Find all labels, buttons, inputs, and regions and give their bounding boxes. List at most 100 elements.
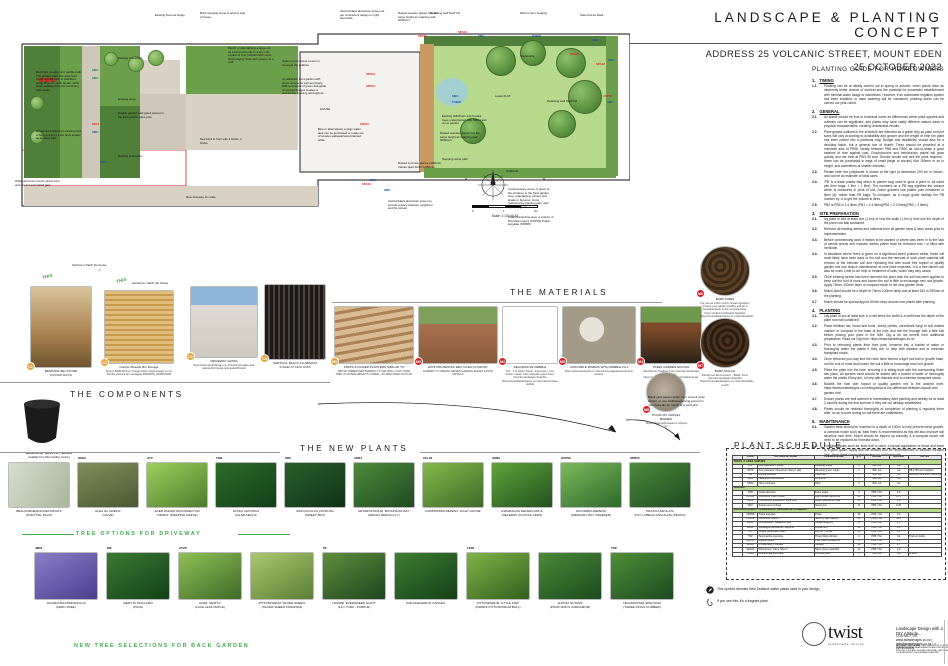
component-caption-main: BESPOKE BIN STORE bbox=[44, 369, 78, 373]
schedule-group-label: SHRUBS bbox=[732, 485, 942, 492]
plant-image bbox=[250, 552, 314, 600]
guide-item: 4.5.Place the plant into the hole, ensur… bbox=[812, 368, 944, 381]
components-rule bbox=[0, 382, 330, 383]
rear-bed-east bbox=[606, 36, 618, 176]
guide-item-number: 1.1. bbox=[812, 84, 818, 89]
material-image bbox=[640, 306, 702, 364]
plant-caption: TECOMANTHE SPECIOSA(THREE KINGS CLIMBER) bbox=[610, 601, 674, 610]
plan-annotation: Existing H3h/Puriri and Karaka trees und… bbox=[442, 114, 487, 126]
scale-text: Scale: 1:100 @ A3 bbox=[491, 214, 519, 219]
driveway-trees-subtitle: TREE OPTIONS FOR DRIVEWAY bbox=[76, 531, 202, 537]
front-paving bbox=[186, 94, 298, 150]
material-image bbox=[334, 306, 414, 364]
plant-caption: PITTOSPORUM 'SILVER SHEEN'(SILVER SHEEN … bbox=[250, 601, 314, 610]
guide-item: 3.6.Mulch plant should be a depth of 75m… bbox=[812, 289, 944, 297]
component-caption-main: VERTICAL BLACK ALUMINIUM bbox=[273, 361, 317, 365]
plan-plant-tag: SPA01 bbox=[362, 182, 371, 186]
planting-guide-title: PLANTING GUIDE FOR HOMEOWNERS bbox=[812, 66, 944, 73]
plan-annotation: Option to put gravel covers in amongst t… bbox=[282, 59, 320, 67]
plant-card[interactable]: BEAUCARNEARIA RECURVATA(PONYTAIL PALM) bbox=[8, 462, 70, 518]
guide-item-text: In situations where there is given on a … bbox=[824, 252, 944, 274]
materials-title: THE MATERIALS bbox=[510, 288, 609, 297]
plant-card[interactable]: ALPINIA NUTANS(POOR MAN'S CARDAMOM) bbox=[538, 552, 602, 610]
guide-item: 4.3.Prior to removing plants from their … bbox=[812, 343, 944, 356]
plant-image bbox=[77, 462, 139, 508]
guide-item-text: Plant grades outlined in the schedule ar… bbox=[824, 129, 944, 168]
plant-botanical-name: OLEA 'EL GRECO' bbox=[95, 509, 121, 513]
plant-code: SPR05 bbox=[630, 456, 640, 460]
footer-divider bbox=[944, 620, 945, 664]
guide-item-number: 2.4. bbox=[812, 179, 818, 184]
material-caption-main: DECORATIVE PEBBLE bbox=[513, 365, 547, 369]
material-image bbox=[700, 318, 750, 368]
guide-item: 3.1.Ivy plant in bed at least one (1.5m)… bbox=[812, 217, 944, 225]
plan-plant-tag: SPA1 bbox=[92, 122, 100, 126]
schedule-group-label: GROUNDCOVERS / PERENNIALS / GRASSES & CL… bbox=[732, 507, 942, 514]
material-caption-main: BARK MULCH bbox=[714, 369, 736, 373]
plant-botanical-name: ACER 'SEIRYU' bbox=[198, 601, 222, 605]
footer-tagline: Landscape Design with a DIY Attitude... bbox=[896, 626, 943, 636]
schedule-group-row: GROUNDCOVERS / PERENNIALS / GRASSES & CL… bbox=[732, 507, 942, 514]
front-bed-mid-2 bbox=[100, 106, 140, 178]
guide-item-text: Once removed you may find the roots have… bbox=[824, 357, 944, 366]
plant-caption: LIRIOPE 'EVERGREEN GIANT'(LILY TURF - PU… bbox=[322, 601, 386, 610]
plan-plant-tag: SPA02 bbox=[570, 52, 579, 56]
plant-card[interactable]: PITTOSPORUM 'SILVER SHEEN'(SILVER SHEEN … bbox=[250, 552, 314, 610]
rear-hedge-north bbox=[424, 36, 616, 46]
plant-card[interactable]: PHILODENDRON 'XANADU' bbox=[394, 552, 458, 606]
material-caption-sub: GARDEN TO CREATE RAISED GARDEN EDGES & P… bbox=[422, 369, 494, 377]
guide-item: 4.4.Once removed you may find the roots … bbox=[812, 357, 944, 365]
component-badge: C3 bbox=[186, 352, 195, 361]
plant-schedule-border bbox=[726, 448, 946, 580]
component-caption-sub: (PAINTED WHITE) bbox=[49, 373, 73, 377]
plant-image bbox=[284, 462, 346, 508]
plant-image bbox=[466, 552, 530, 600]
guide-item: 4.6.Backfill the hole with topsoil or qu… bbox=[812, 382, 944, 395]
logo-wordmark: twist bbox=[828, 622, 863, 643]
schedule-cell: Beaucarnea recurvata bbox=[757, 551, 815, 558]
plan-plant-tag: SMU bbox=[370, 178, 377, 182]
material-caption-sub: ABOVE TIMBER WEATHERING TO NATURAL LOOK … bbox=[335, 369, 413, 377]
guide-item: 2.1.All plants should be true to botanic… bbox=[812, 115, 944, 128]
material-caption-main: CONCRETE PAVERS WITH PEBBLE FILL bbox=[569, 365, 629, 369]
front-bed-west bbox=[24, 46, 60, 178]
component-image bbox=[190, 286, 258, 358]
plant-image bbox=[629, 462, 691, 508]
plan-annotation: Red brick to edge 'unit' pebble path. Th… bbox=[36, 70, 82, 92]
material-image bbox=[562, 306, 636, 364]
front-gravel-area bbox=[140, 94, 186, 150]
